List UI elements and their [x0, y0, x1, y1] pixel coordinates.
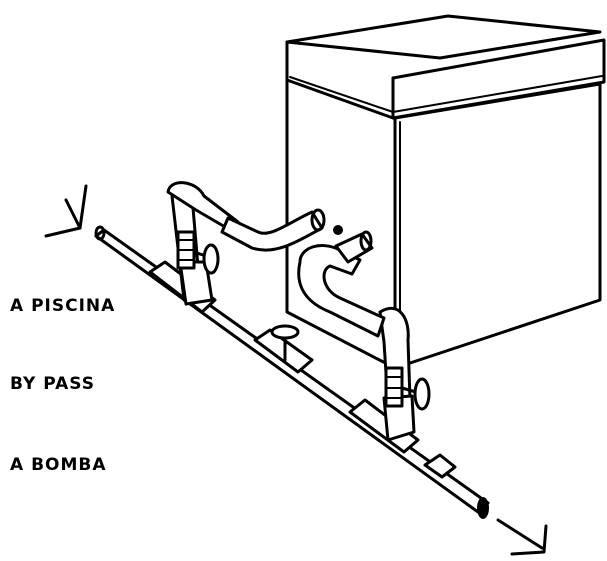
riser-to-pool	[166, 181, 326, 306]
connection-dot	[333, 225, 343, 235]
main-pipe	[94, 225, 490, 519]
flow-arrow-in-icon	[44, 184, 88, 238]
valve-handwheel-icon	[270, 324, 300, 362]
label-to-pool: A PISCINA	[10, 296, 116, 316]
label-to-pump: A BOMBA	[10, 455, 107, 475]
label-bypass: BY PASS	[10, 374, 96, 394]
riser-from-pump	[297, 225, 416, 442]
gate-valve-icon	[176, 230, 220, 275]
flow-arrow-out-icon	[496, 518, 548, 556]
heater-unit	[285, 14, 606, 370]
pipe-outlet-end	[477, 497, 489, 519]
gate-valve-icon	[384, 366, 431, 411]
